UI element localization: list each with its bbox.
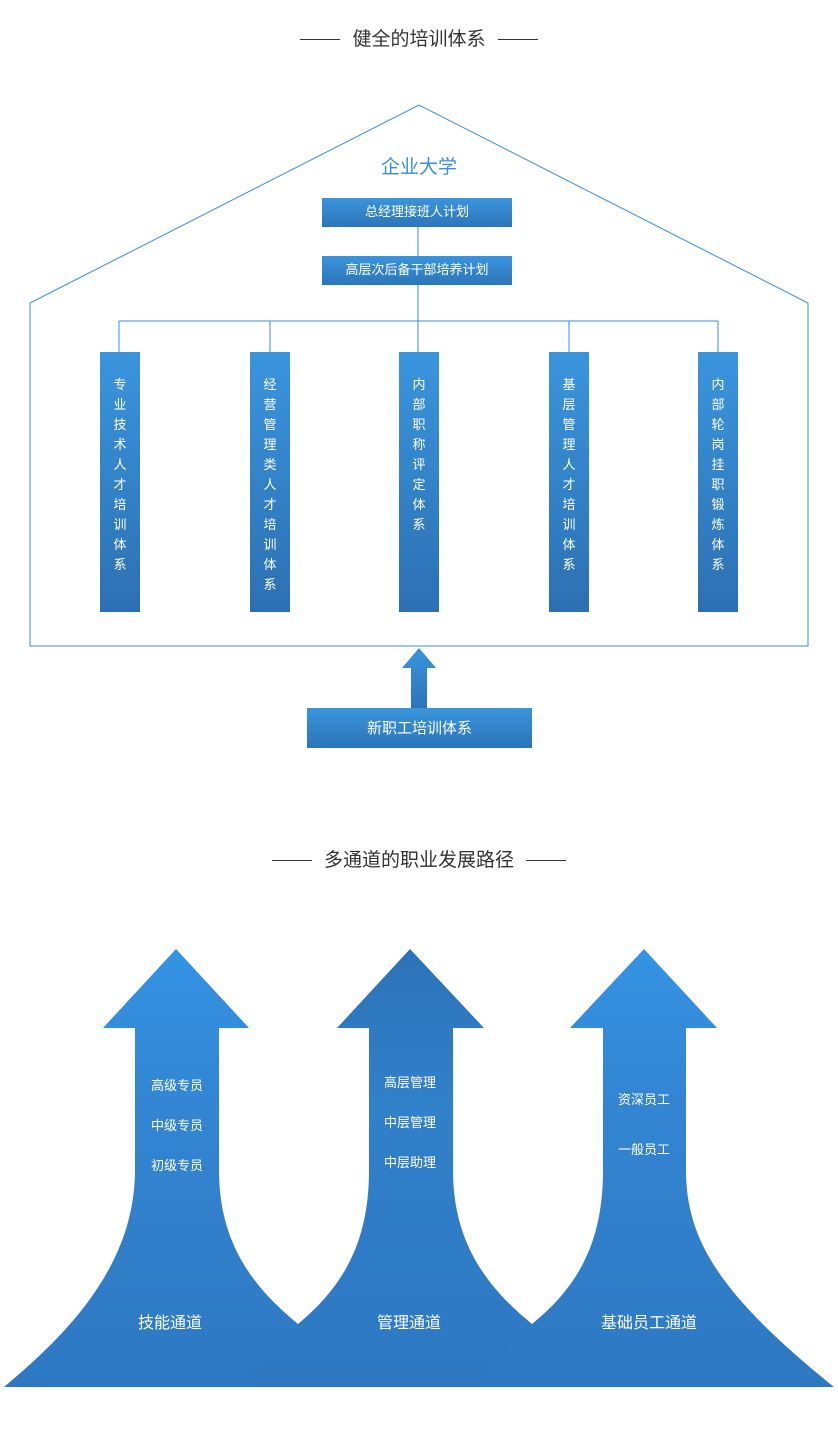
column-label: 内部轮岗挂职锻炼体系 xyxy=(711,378,725,573)
channel-name-basic-staff: 基础员工通道 xyxy=(600,1313,697,1332)
column-technical-training: 专业技术人才培训体系 xyxy=(100,352,140,612)
column-title-evaluation: 内部职称评定体系 xyxy=(399,352,439,612)
level-label: 中层管理 xyxy=(383,1116,436,1131)
level-label: 中级专员 xyxy=(150,1119,203,1134)
level-label: 初级专员 xyxy=(150,1159,203,1174)
base-box-new-employee: 新职工培训体系 xyxy=(307,708,532,748)
arrow-skill-channel xyxy=(4,949,298,1387)
title-rule-right xyxy=(497,39,538,40)
column-grassroots-training: 基层管理人才培训体系 xyxy=(549,352,589,612)
column-label: 内部职称评定体系 xyxy=(412,378,426,533)
column-management-training: 经营管理类人才培训体系 xyxy=(250,352,290,612)
section-title-text: 多通道的职业发展路径 xyxy=(323,849,514,871)
arrow-management-channel xyxy=(236,949,532,1387)
column-job-rotation: 内部轮岗挂职锻炼体系 xyxy=(698,352,738,612)
level-label: 一般员工 xyxy=(617,1143,670,1158)
house-outline xyxy=(29,104,809,708)
title-rule-left xyxy=(271,860,312,861)
title-rule-left xyxy=(300,39,341,40)
section-title-training: 健全的培训体系 xyxy=(0,24,838,51)
level-label: 高层管理 xyxy=(383,1076,436,1091)
column-label: 专业技术人才培训体系 xyxy=(113,378,127,573)
level-label: 高级专员 xyxy=(150,1079,203,1094)
level-label: 中层助理 xyxy=(383,1156,436,1171)
channel-name-skill: 技能通道 xyxy=(137,1313,202,1332)
house-label: 企业大学 xyxy=(380,156,457,178)
title-rule-right xyxy=(526,860,566,861)
top-box-successor-plan: 总经理接班人计划 xyxy=(322,198,512,227)
level-label: 资深员工 xyxy=(617,1093,670,1108)
section-title-career: 多通道的职业发展路径 xyxy=(0,845,838,872)
column-label: 经营管理类人才培训体系 xyxy=(263,378,277,593)
section-title-text: 健全的培训体系 xyxy=(352,28,486,50)
column-label: 基层管理人才培训体系 xyxy=(562,378,576,573)
top-box-reserve-cadre-plan: 高层次后备干部培养计划 xyxy=(322,256,512,285)
channel-name-management: 管理通道 xyxy=(376,1313,441,1332)
career-arrows xyxy=(4,949,834,1387)
arrow-basic-staff-channel xyxy=(470,949,834,1387)
